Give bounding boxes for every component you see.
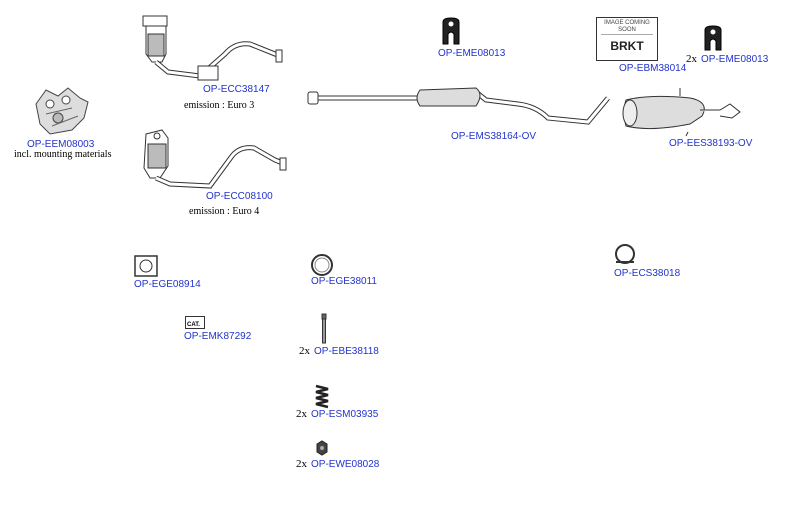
image-coming-soon-caption: IMAGE COMING SOON: [601, 20, 653, 35]
catalytic-converter-euro3[interactable]: [140, 14, 290, 89]
emission-note-ecc08100: emission : Euro 4: [189, 206, 260, 217]
part-code-ecc38147[interactable]: OP-ECC38147: [203, 84, 270, 95]
catalytic-converter-icon: [142, 15, 283, 81]
middle-silencer[interactable]: [307, 84, 618, 134]
catalytic-converter-icon: [143, 129, 287, 189]
mounting-kit-icon: CAT.: [185, 316, 205, 329]
exhaust-manifold[interactable]: [32, 84, 92, 145]
bracket-image-text: BRKT: [610, 39, 644, 53]
part-code-ees38193[interactable]: OP-EES38193-OV: [669, 138, 753, 149]
mounting-note-eem08003: incl. mounting materials: [14, 149, 112, 160]
rubber-hanger-icon: [442, 17, 460, 45]
spring-icon: [315, 384, 329, 409]
exhaust-clamp[interactable]: [612, 244, 638, 271]
rear-silencer[interactable]: [620, 88, 745, 142]
quantity-ewe08028: 2x: [296, 458, 307, 470]
part-code-ebm38014[interactable]: OP-EBM38014: [619, 63, 687, 74]
square-gasket[interactable]: [134, 255, 158, 282]
part-code-ems38164[interactable]: OP-EMS38164-OV: [451, 131, 537, 142]
part-code-eem08003[interactable]: OP-EEM08003: [27, 139, 95, 150]
clamp-icon: [615, 244, 635, 264]
ring-gasket[interactable]: [310, 253, 334, 282]
rear-silencer-icon: [622, 88, 741, 137]
part-code-ecc08100[interactable]: OP-ECC08100: [206, 191, 273, 202]
part-code-emk87292[interactable]: OP-EMK87292: [184, 331, 252, 342]
spring[interactable]: [314, 384, 330, 413]
middle-silencer-icon: [307, 87, 610, 125]
cat-badge-text: CAT.: [187, 322, 200, 328]
part-code-ecs38018[interactable]: OP-ECS38018: [614, 268, 681, 279]
mounting-kit[interactable]: CAT.: [185, 316, 207, 335]
part-code-ege08914[interactable]: OP-EGE08914: [134, 279, 201, 290]
bracket-placeholder-image[interactable]: IMAGE COMING SOON BRKT: [596, 17, 658, 61]
catalytic-converter-euro4[interactable]: [140, 128, 290, 198]
rubber-hanger-icon: [704, 25, 722, 51]
part-code-ege38011[interactable]: OP-EGE38011: [311, 276, 377, 287]
quantity-eme08013-b: 2x: [686, 53, 697, 65]
emission-note-ecc38147: emission : Euro 3: [184, 100, 255, 111]
part-code-esm03935[interactable]: OP-ESM03935: [311, 409, 379, 420]
exhaust-manifold-icon: [35, 87, 89, 135]
gasket-ring-icon: [311, 254, 333, 276]
part-code-eme08013-a[interactable]: OP-EME08013: [438, 48, 506, 59]
nut[interactable]: [315, 440, 329, 461]
part-code-ebe38118[interactable]: OP-EBE38118: [314, 346, 379, 357]
quantity-esm03935: 2x: [296, 408, 307, 420]
quantity-ebe38118: 2x: [299, 345, 310, 357]
nut-icon: [316, 440, 328, 456]
gasket-square-icon: [134, 255, 158, 277]
part-code-ewe08028[interactable]: OP-EWE08028: [311, 459, 380, 470]
rubber-hanger-b[interactable]: [703, 25, 723, 59]
part-code-eme08013-b[interactable]: OP-EME08013: [701, 54, 769, 65]
bolt[interactable]: [319, 313, 329, 349]
bolt-icon: [321, 313, 327, 344]
rubber-hanger-a[interactable]: [441, 17, 461, 53]
